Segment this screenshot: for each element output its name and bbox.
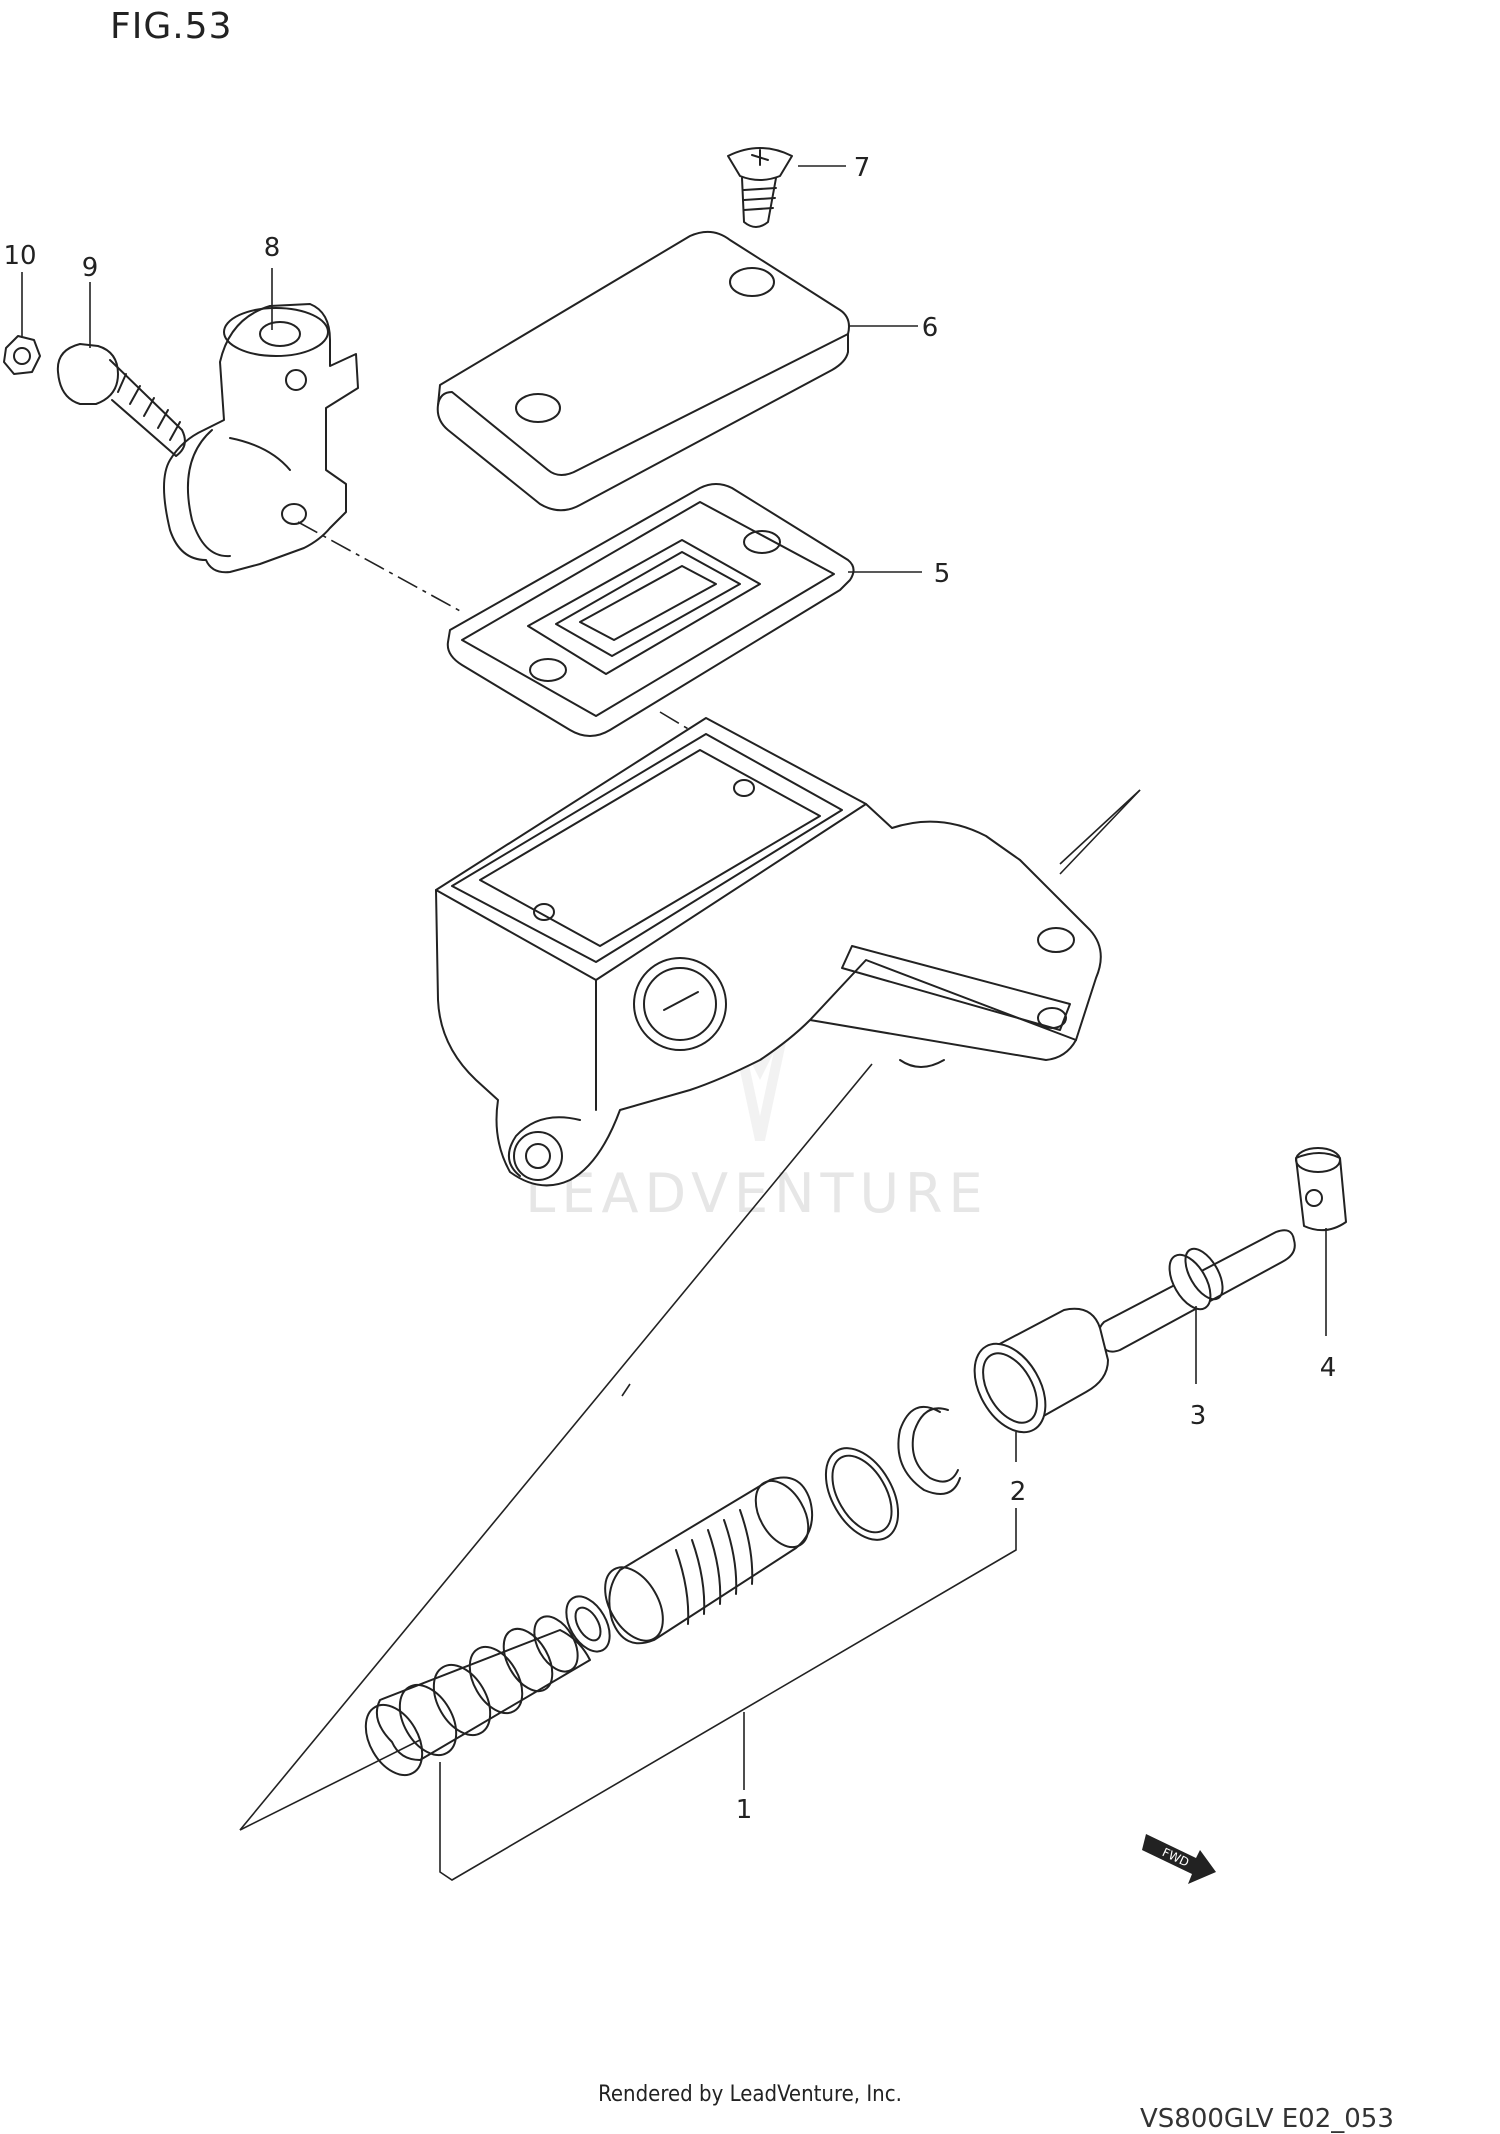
part-7-screw [727, 147, 793, 228]
part-4-joint-nut [1295, 1147, 1347, 1232]
washer-ring [824, 1447, 900, 1541]
assembly-lines [239, 521, 1141, 1831]
figure-title: FIG.53 [110, 6, 233, 47]
part-8-holder-clamp [163, 303, 359, 574]
callout-labels: 1 2 3 4 5 6 7 8 9 10 [3, 153, 1336, 1825]
master-cylinder-body [435, 717, 1102, 1187]
callout-10: 10 [3, 241, 36, 271]
part-1-piston-assembly [364, 1476, 814, 1777]
callout-3: 3 [1190, 1401, 1207, 1431]
part-6-reservoir-cap [436, 230, 850, 512]
diagram-reference-code: VS800GLV E02_053 [1140, 2104, 1394, 2134]
circlip [897, 1406, 961, 1495]
callout-4: 4 [1320, 1353, 1337, 1383]
callout-1: 1 [736, 1795, 753, 1825]
watermark-text: LEADVENTURE [525, 1162, 988, 1225]
callout-6: 6 [922, 313, 939, 343]
part-2-boot [973, 1307, 1109, 1434]
callout-2: 2 [1010, 1477, 1027, 1507]
callout-5: 5 [934, 559, 951, 589]
callout-7: 7 [854, 153, 871, 183]
part-10-nut [3, 335, 41, 375]
fwd-arrow-icon: FWD [1142, 1834, 1216, 1884]
callout-8: 8 [264, 233, 281, 263]
part-5-diaphragm [446, 483, 855, 737]
callout-9: 9 [82, 253, 99, 283]
callout-leaders [21, 165, 1327, 1881]
part-9-bolt [56, 343, 186, 457]
rendered-by-footer: Rendered by LeadVenture, Inc. [598, 2082, 902, 2107]
